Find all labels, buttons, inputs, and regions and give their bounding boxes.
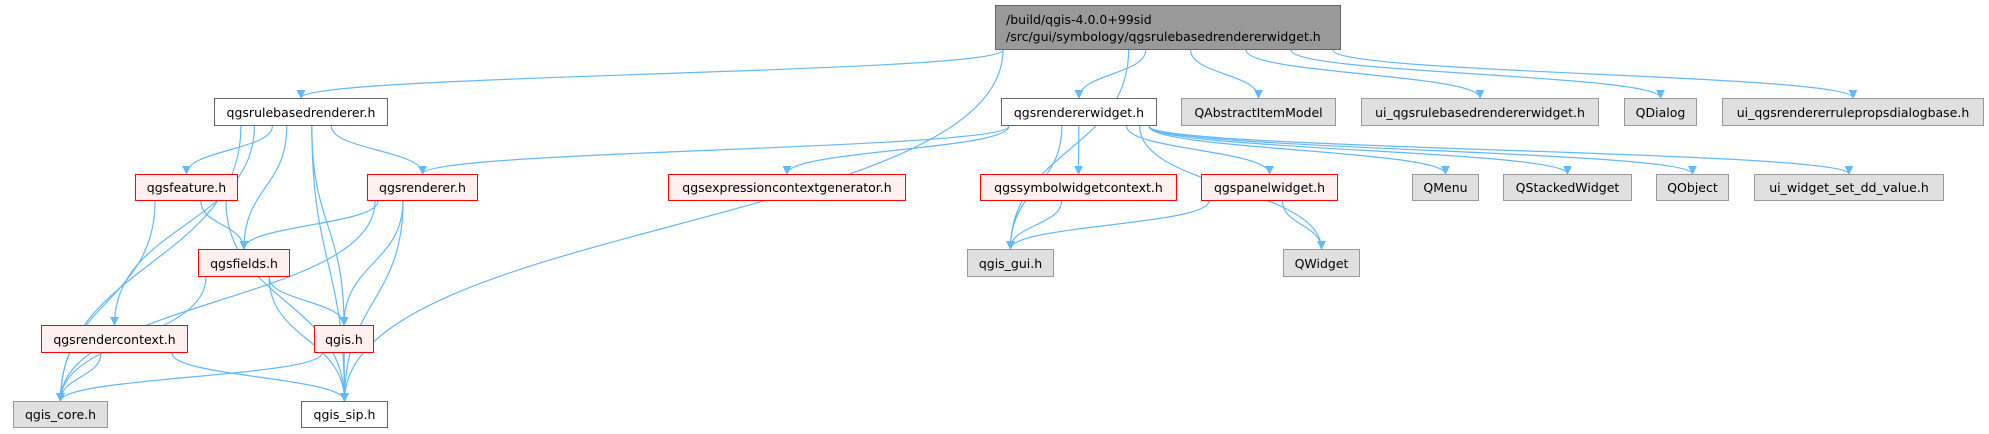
edge-qgsfields-to-qgis	[268, 276, 349, 326]
node-qabstractitemmodel: QAbstractItemModel	[1181, 98, 1336, 126]
root-file-node: /build/qgis-4.0.0+99sid /src/gui/symbolo…	[995, 5, 1341, 50]
node-qgis-sip[interactable]: qgis_sip.h	[301, 401, 388, 428]
edge-qgsrendercontext-to-qgis_sip	[171, 352, 349, 402]
node-qgsfeature[interactable]: qgsfeature.h	[135, 174, 238, 201]
edge-qgsrulebasedrenderer-to-qgsrendercontext	[110, 125, 255, 326]
node-qgsrenderer[interactable]: qgsrenderer.h	[367, 174, 478, 201]
edge-qgsrendererwidget-to-QObject	[1148, 125, 1697, 175]
node-qwidget: QWidget	[1283, 249, 1360, 277]
edge-qgsrulebasedrenderer-to-qgsfeature	[182, 125, 273, 175]
edge-qgsrulebasedrenderer-to-qgis_sip	[311, 125, 349, 402]
edge-qgsrendererwidget-to-ui_widget_set_dd_value	[1148, 125, 1854, 175]
node-ui-qgsrendererrulepropsdialogbase: ui_qgsrendererrulepropsdialogbase.h	[1722, 98, 1984, 126]
edge-qgsfeature-to-qgis_sip	[225, 200, 349, 402]
node-qmenu: QMenu	[1412, 174, 1479, 201]
node-qgis-gui: qgis_gui.h	[967, 249, 1054, 277]
node-qdialog: QDialog	[1624, 98, 1697, 126]
node-qgsrendererwidget[interactable]: qgsrendererwidget.h	[1001, 98, 1157, 126]
edge-qgsrendererwidget-to-qgsrenderer	[418, 125, 1010, 175]
node-qgsrulebasedrenderer[interactable]: qgsrulebasedrenderer.h	[214, 98, 388, 126]
edge-qgis-to-qgis_core	[56, 352, 323, 402]
edge-root-to-ui_qgsrendererrulepropsdialogbase	[1332, 49, 1858, 99]
edge-qgsrendererwidget-to-qgsexpressioncontextgenerator	[782, 125, 1010, 175]
node-qgssymbolwidgetcontext[interactable]: qgssymbolwidgetcontext.h	[980, 174, 1177, 201]
edge-qgsfields-to-qgis_sip	[268, 276, 349, 402]
node-qgis-core: qgis_core.h	[13, 401, 108, 428]
root-path-line1: /build/qgis-4.0.0+99sid	[1006, 11, 1152, 27]
edge-qgspanelwidget-to-QWidget	[1281, 200, 1326, 250]
edge-qgsrendererwidget-to-qgspanelwidget	[1126, 125, 1274, 175]
node-qgspanelwidget[interactable]: qgspanelwidget.h	[1201, 174, 1338, 201]
edge-qgsrulebasedrenderer-to-qgsfields	[239, 125, 288, 250]
edge-qgsrenderer-to-qgis	[339, 200, 404, 326]
node-qstackedwidget: QStackedWidget	[1503, 174, 1632, 201]
edge-root-to-qgsrendererwidget	[1074, 49, 1147, 99]
edge-qgsfeature-to-qgis_core	[56, 200, 156, 402]
edge-qgsrenderer-to-qgis_core	[56, 200, 376, 402]
edge-root-to-qgsrulebasedrenderer	[296, 49, 1004, 99]
edge-root-to-QAbstractItemModel	[1190, 49, 1263, 99]
node-qgsfields[interactable]: qgsfields.h	[198, 249, 290, 277]
edge-qgspanelwidget-to-qgis_gui	[1006, 200, 1210, 250]
edge-qgsrendererwidget-to-QStackedWidget	[1148, 125, 1572, 175]
node-qgis[interactable]: qgis.h	[314, 325, 374, 353]
edge-qgsrulebasedrenderer-to-qgsrenderer	[330, 125, 427, 175]
edge-root-to-QDialog	[1290, 49, 1665, 99]
edge-qgsrenderer-to-qgis_sip	[340, 200, 404, 402]
root-path-line2: /src/gui/symbology/qgsrulebasedrendererw…	[1006, 28, 1321, 44]
node-ui-qgsrulebasedrendererwidget: ui_qgsrulebasedrendererwidget.h	[1361, 98, 1599, 126]
edge-qgsrulebasedrenderer-to-qgis	[311, 125, 349, 326]
node-qobject: QObject	[1656, 174, 1729, 201]
node-qgsexpressioncontextgenerator[interactable]: qgsexpressioncontextgenerator.h	[668, 174, 906, 201]
edge-root-to-qgis_sip	[340, 49, 1004, 402]
node-ui-widget-set-dd-value: ui_widget_set_dd_value.h	[1754, 174, 1944, 201]
edge-root-to-ui_qgsrulebasedrendererwidget	[1245, 49, 1485, 99]
edge-qgsrendererwidget-to-QMenu	[1148, 125, 1450, 175]
node-qgsrendercontext[interactable]: qgsrendercontext.h	[41, 325, 188, 353]
edge-qgsrenderer-to-qgsfields	[239, 200, 379, 250]
edge-root-to-qgis_gui	[1006, 49, 1130, 250]
